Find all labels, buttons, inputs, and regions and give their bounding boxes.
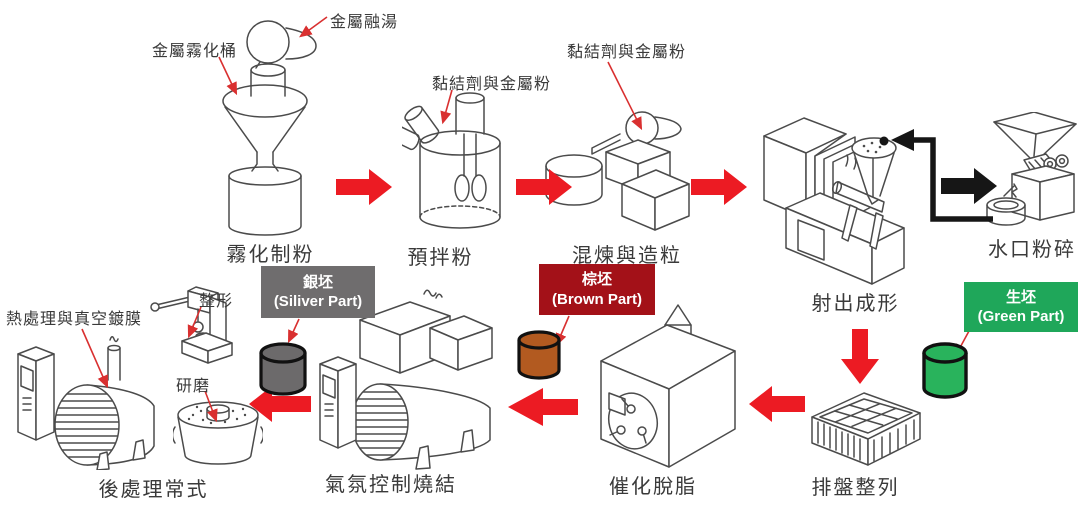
brown-part-cylinder (517, 330, 561, 380)
station-label-atomization: 霧化制粉 (226, 244, 315, 266)
station-label-premix: 預拌粉 (407, 247, 474, 269)
annotation-binder-premix: 黏結劑與金屬粉 (432, 76, 552, 93)
heat-treatment-tank-illustration (17, 336, 155, 470)
silver-part-badge: 銀坯 (Siliver Part) (261, 266, 375, 318)
flow-arrow-right-icon (691, 169, 747, 205)
sprue-crusher-illustration (986, 112, 1077, 226)
flow-arrow-left-icon (749, 386, 805, 422)
kneader-illustration (545, 111, 690, 231)
oven-door-icon (607, 392, 659, 450)
atomizer-illustration (222, 20, 317, 236)
station-label-tray: 排盤整列 (811, 477, 900, 499)
injection-molder-illustration (763, 117, 905, 285)
brown-part-label-en: (Brown Part) (552, 290, 642, 308)
green-part-label-zh: 生坯 (1005, 288, 1036, 306)
silver-part-label-en: (Siliver Part) (273, 293, 363, 310)
station-label-kneading: 混煉與造粒 (572, 245, 682, 267)
station-label-post-process: 後處理常式 (98, 479, 209, 501)
annotation-shaping: 整形 (199, 293, 234, 310)
premix-mixer-illustration (402, 92, 501, 229)
pointer-arrow-silver-part (288, 318, 300, 344)
molten-metal-ladle-icon (246, 20, 290, 64)
green-part-badge: 生坯 (Green Part) (964, 282, 1078, 332)
binder-ladle-icon (625, 111, 659, 145)
silver-part-cylinder (259, 342, 307, 396)
annotation-heat-treatment: 熱處理與真空鍍膜 (6, 311, 143, 328)
green-part-cylinder (922, 342, 968, 399)
hopper-icon (851, 137, 897, 159)
recycle-path (912, 137, 993, 222)
vibration-marks-icon (173, 426, 263, 444)
station-label-sintering: 氣氛控制燒結 (325, 474, 457, 496)
debinding-oven-illustration (600, 304, 736, 468)
annotation-atomizing-barrel: 金屬霧化桶 (152, 43, 238, 60)
oven-chimney-icon (664, 304, 692, 326)
sintering-furnace-illustration (319, 289, 493, 470)
station-label-debinding: 催化脫脂 (609, 476, 697, 498)
station-label-injection: 射出成形 (811, 293, 900, 315)
press-handle-icon (150, 302, 160, 312)
annotation-binder-kneading: 黏結劑與金屬粉 (567, 44, 687, 61)
flow-arrow-right-icon (336, 169, 392, 205)
crusher-hopper-icon (993, 112, 1077, 135)
tray-stack-illustration (811, 392, 921, 466)
silver-part-label-zh: 銀坯 (302, 273, 333, 291)
annotation-molten-metal: 金屬融湯 (330, 14, 399, 31)
annotation-grinding: 研磨 (176, 378, 211, 395)
brown-part-badge: 棕坯 (Brown Part) (539, 264, 655, 315)
green-part-label-en: (Green Part) (977, 308, 1065, 325)
flow-arrow-down-icon (841, 329, 879, 384)
flow-arrow-left-icon (508, 388, 578, 426)
station-label-sprue-crush: 水口粉碎 (988, 239, 1076, 261)
grinding-bowl-illustration (173, 401, 263, 465)
brown-part-label-zh: 棕坯 (581, 271, 612, 288)
